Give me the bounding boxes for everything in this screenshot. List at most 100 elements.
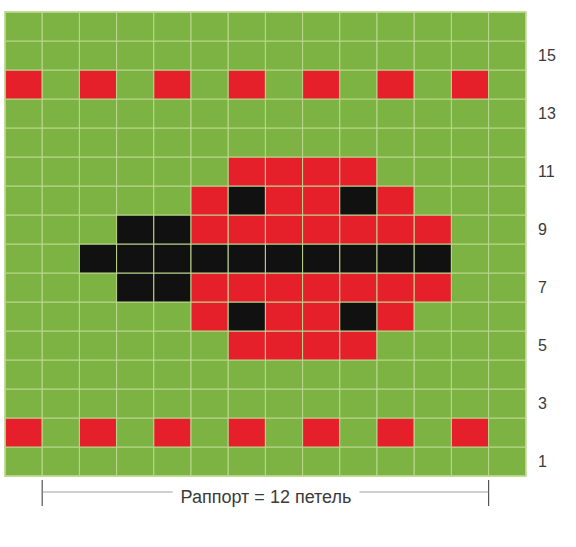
stitch-cell [303, 389, 340, 418]
stitch-cell [5, 70, 42, 99]
stitch-cell [117, 70, 154, 99]
stitch-cell [42, 360, 79, 389]
stitch-cell [5, 215, 42, 244]
stitch-cell [340, 360, 377, 389]
row-number: 11 [538, 164, 555, 180]
stitch-cell [191, 186, 228, 215]
repeat-bracket [42, 480, 488, 506]
stitch-cell [5, 186, 42, 215]
stitch-cell [377, 128, 414, 157]
stitch-cell [5, 273, 42, 302]
stitch-cell [303, 273, 340, 302]
stitch-cell [489, 360, 526, 389]
stitch-cell [265, 273, 302, 302]
stitch-cell [377, 302, 414, 331]
stitch-cell [377, 41, 414, 70]
stitch-cell [117, 418, 154, 447]
stitch-cell [42, 273, 79, 302]
stitch-cell [303, 360, 340, 389]
stitch-cell [154, 302, 191, 331]
stitch-cell [191, 389, 228, 418]
stitch-cell [414, 186, 451, 215]
stitch-cell [42, 157, 79, 186]
stitch-cell [79, 41, 116, 70]
stitch-cell [154, 41, 191, 70]
stitch-cell [191, 12, 228, 41]
row-number: 15 [538, 48, 556, 64]
stitch-cell [228, 360, 265, 389]
stitch-cell [489, 41, 526, 70]
stitch-cell [489, 418, 526, 447]
stitch-cell [303, 12, 340, 41]
stitch-cell [191, 418, 228, 447]
stitch-cell [414, 302, 451, 331]
stitch-cell [265, 41, 302, 70]
stitch-cell [154, 186, 191, 215]
stitch-cell [42, 12, 79, 41]
stitch-cell [489, 302, 526, 331]
stitch-cell [117, 331, 154, 360]
stitch-cell [228, 447, 265, 476]
stitch-cell [79, 360, 116, 389]
stitch-cell [340, 418, 377, 447]
stitch-cell [228, 99, 265, 128]
stitch-cell [303, 186, 340, 215]
stitch-cell [414, 418, 451, 447]
stitch-cell [228, 186, 265, 215]
stitch-cell [340, 215, 377, 244]
stitch-cell [79, 70, 116, 99]
stitch-cell [414, 244, 451, 273]
repeat-label: Раппорт = 12 петель [181, 488, 352, 506]
row-number: 5 [538, 338, 547, 354]
stitch-cell [265, 360, 302, 389]
stitch-cell [191, 244, 228, 273]
stitch-cell [154, 331, 191, 360]
stitch-cell [79, 273, 116, 302]
stitch-cell [265, 70, 302, 99]
stitch-cell [340, 302, 377, 331]
stitch-cell [154, 12, 191, 41]
stitch-cell [228, 41, 265, 70]
row-number: 9 [538, 222, 547, 238]
stitch-cell [228, 273, 265, 302]
stitch-cell [117, 244, 154, 273]
stitch-cell [191, 447, 228, 476]
stitch-cell [79, 447, 116, 476]
stitch-cell [154, 273, 191, 302]
stitch-cell [265, 12, 302, 41]
stitch-cell [265, 99, 302, 128]
stitch-cell [191, 360, 228, 389]
stitch-cell [117, 12, 154, 41]
stitch-cell [303, 331, 340, 360]
row-number: 7 [538, 280, 547, 296]
stitch-cell [340, 331, 377, 360]
stitch-cell [451, 447, 488, 476]
stitch-cell [414, 273, 451, 302]
stitch-cell [451, 186, 488, 215]
stitch-grid [5, 12, 526, 476]
stitch-cell [340, 128, 377, 157]
stitch-cell [154, 99, 191, 128]
stitch-cell [303, 447, 340, 476]
stitch-cell [117, 389, 154, 418]
stitch-cell [377, 389, 414, 418]
stitch-cell [489, 128, 526, 157]
stitch-cell [154, 128, 191, 157]
grid-border [5, 12, 526, 476]
stitch-cell [489, 99, 526, 128]
stitch-cell [377, 12, 414, 41]
stitch-cell [79, 302, 116, 331]
stitch-cell [117, 99, 154, 128]
stitch-cell [414, 70, 451, 99]
stitch-cell [414, 41, 451, 70]
stitch-cell [5, 41, 42, 70]
stitch-cell [42, 215, 79, 244]
stitch-cell [303, 99, 340, 128]
stitch-cell [414, 99, 451, 128]
stitch-cell [340, 99, 377, 128]
stitch-cell [154, 244, 191, 273]
stitch-cell [414, 215, 451, 244]
stitch-cell [79, 389, 116, 418]
stitch-cell [340, 447, 377, 476]
stitch-cell [414, 331, 451, 360]
